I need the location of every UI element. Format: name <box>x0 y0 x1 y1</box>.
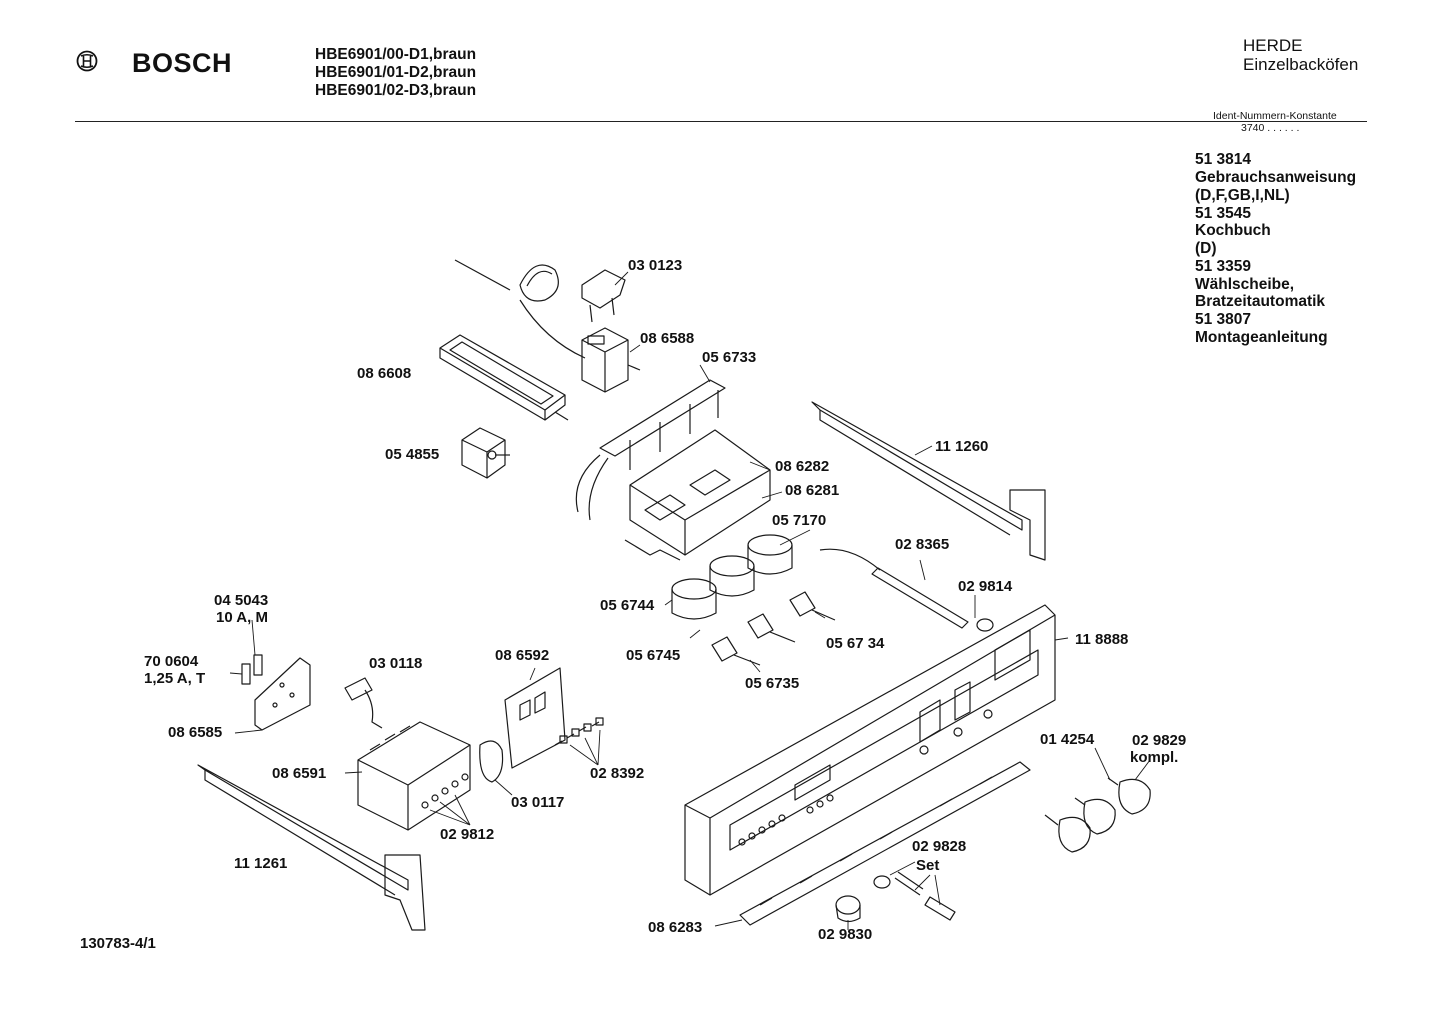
part-fuses-board <box>242 655 310 730</box>
part-connector <box>345 678 382 728</box>
label-086591: 08 6591 <box>272 765 327 782</box>
label-029829: 02 9829 <box>1132 732 1187 749</box>
thermostat-capillary <box>455 260 585 358</box>
part-electronic-board <box>505 668 565 768</box>
label-086282: 08 6282 <box>775 458 830 475</box>
part-heating-rod <box>820 549 993 631</box>
part-bracket <box>576 380 725 520</box>
part-control-knobs <box>1045 778 1150 852</box>
label-028392: 02 8392 <box>590 765 645 782</box>
part-potentiometers <box>712 592 835 665</box>
label-029830: 02 9830 <box>818 926 873 943</box>
label-700604-rating: 1,25 A, T <box>144 670 206 687</box>
label-056735: 05 6735 <box>745 675 800 692</box>
label-056745: 05 6745 <box>626 647 681 664</box>
label-029828-note: Set <box>916 857 940 874</box>
label-030118: 03 0118 <box>369 655 423 672</box>
doc-line-6: (D) <box>1195 240 1217 257</box>
brand-name: BOSCH <box>132 48 233 78</box>
label-029828: 02 9828 <box>912 838 967 855</box>
part-rail-right <box>812 402 1045 560</box>
label-057170: 05 7170 <box>772 512 827 529</box>
category: HERDE <box>1243 36 1303 55</box>
label-086281: 08 6281 <box>785 482 840 499</box>
label-056744: 05 6744 <box>600 597 655 614</box>
label-118888: 11 8888 <box>1075 631 1129 648</box>
label-086283: 08 6283 <box>648 919 703 936</box>
part-selector-switch <box>462 428 510 478</box>
ident-value: 3740 . . . . . . <box>1241 122 1300 134</box>
doc-line-9: Bratzeitautomatik <box>1195 293 1326 310</box>
doc-line-8: Wählscheibe, <box>1195 276 1295 293</box>
label-030117: 03 0117 <box>511 794 565 811</box>
model-2: HBE6901/01-D2,braun <box>315 64 477 81</box>
label-029812: 02 9812 <box>440 826 495 843</box>
label-045043: 04 5043 <box>214 592 269 609</box>
doc-line-4: 51 3545 <box>1195 205 1252 222</box>
label-029829-note: kompl. <box>1130 749 1179 766</box>
label-045043-rating: 10 A, M <box>216 609 268 626</box>
part-relay-module <box>358 722 470 830</box>
part-switch <box>582 328 640 392</box>
subcategory: Einzelbacköfen <box>1243 55 1359 74</box>
doc-line-5: Kochbuch <box>1195 222 1271 239</box>
label-028365: 02 8365 <box>895 536 950 553</box>
leader-lines <box>230 272 1150 930</box>
doc-line-3: (D,F,GB,I,NL) <box>1195 187 1290 204</box>
label-086592: 08 6592 <box>495 647 550 664</box>
label-111261: 11 1261 <box>234 855 288 872</box>
part-rotary-knobs <box>672 535 792 619</box>
drawing-reference: 130783-4/1 <box>80 935 156 952</box>
label-111260: 11 1260 <box>935 438 989 455</box>
part-control-panel <box>625 430 770 560</box>
header-divider <box>75 121 1367 122</box>
label-086585: 08 6585 <box>168 724 223 741</box>
part-display-frame <box>440 335 568 420</box>
doc-line-7: 51 3359 <box>1195 258 1252 275</box>
label-054855: 05 4855 <box>385 446 440 463</box>
label-700604: 70 0604 <box>144 653 199 670</box>
doc-line-11: Montageanleitung <box>1195 329 1328 346</box>
label-029814: 02 9814 <box>958 578 1013 595</box>
doc-line-2: Gebrauchsanweisung <box>1195 169 1357 186</box>
part-screws <box>555 718 603 745</box>
doc-line-1: 51 3814 <box>1195 151 1252 168</box>
model-1: HBE6901/00-D1,braun <box>315 46 477 63</box>
doc-line-10: 51 3807 <box>1195 311 1252 328</box>
bosch-logo-icon <box>76 50 98 72</box>
label-086588: 08 6588 <box>640 330 695 347</box>
part-front-strip <box>740 762 1030 925</box>
label-056733: 05 6733 <box>702 349 757 366</box>
part-rail-left <box>198 765 425 930</box>
part-cable-clip <box>480 741 503 782</box>
label-030123: 03 0123 <box>628 257 683 274</box>
ident-label: Ident-Nummern-Konstante <box>1213 110 1337 122</box>
part-clip <box>582 270 625 322</box>
part-front-panel <box>685 605 1055 895</box>
label-086608: 08 6608 <box>357 365 412 382</box>
part-spring-set <box>836 872 955 922</box>
label-014254: 01 4254 <box>1040 731 1095 748</box>
label-056734: 05 67 34 <box>826 635 885 652</box>
model-3: HBE6901/02-D3,braun <box>315 82 477 99</box>
